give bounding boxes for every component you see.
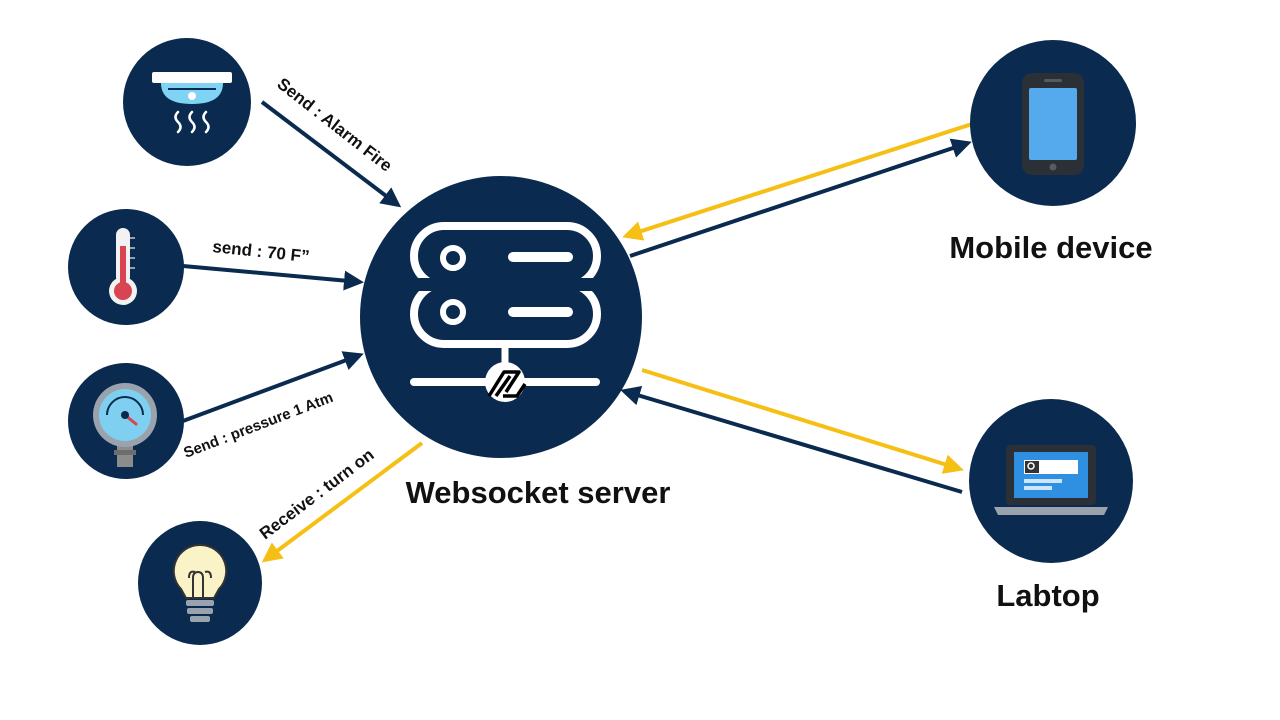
node-mobile-device (970, 40, 1136, 206)
node-smoke-detector (123, 38, 251, 166)
arrow-gauge-to-server (182, 351, 364, 423)
node-laptop (969, 399, 1133, 563)
node-light-bulb (138, 521, 262, 645)
mobile-phone-icon (1022, 73, 1084, 175)
arrow-server-to-mobile (629, 138, 972, 258)
laptop-label: Labtop (996, 578, 1099, 613)
label-receive: Receive : turn on (256, 445, 378, 543)
server-network-icon (405, 222, 605, 402)
label-pressure: Send : pressure 1 Atm (181, 389, 335, 462)
node-thermometer (68, 209, 184, 325)
smoke-detector-icon (152, 72, 232, 134)
node-websocket-server (360, 176, 642, 458)
laptop-icon (994, 445, 1108, 515)
arrow-server-to-bulb (261, 441, 424, 563)
light-bulb-icon (172, 543, 228, 622)
arrow-mobile-to-server (622, 122, 973, 241)
arrow-thermometer-to-server (182, 264, 364, 291)
thermometer-icon (109, 228, 137, 305)
websocket-logo-icon (487, 370, 527, 398)
mobile-label: Mobile device (949, 230, 1152, 265)
arrow-smoke-to-server (260, 100, 402, 208)
server-label: Websocket server (406, 475, 671, 510)
arrow-laptop-to-server (620, 385, 963, 494)
pressure-gauge-icon (93, 383, 157, 467)
label-temperature: send : 70 F” (212, 237, 311, 266)
node-pressure-gauge (68, 363, 184, 479)
arrow-server-to-laptop (641, 368, 964, 474)
